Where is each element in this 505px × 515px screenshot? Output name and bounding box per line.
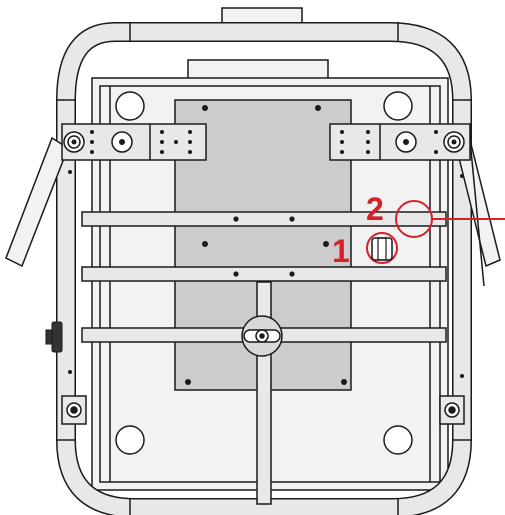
- callout-1: 1: [332, 232, 398, 269]
- callout-1-label: 1: [332, 233, 350, 269]
- callout-2-label: 2: [366, 191, 384, 227]
- corner-holes: [115, 91, 413, 455]
- right-bracket: [329, 123, 471, 161]
- top-connector: [187, 7, 329, 83]
- callout-2: 2: [366, 191, 505, 238]
- lower-nuts: [61, 395, 465, 425]
- side-knob[interactable]: [45, 321, 63, 353]
- center-hub: [241, 315, 283, 357]
- left-bracket: [61, 123, 207, 161]
- bar-bolts: [233, 216, 295, 277]
- tube-frame: [56, 22, 472, 515]
